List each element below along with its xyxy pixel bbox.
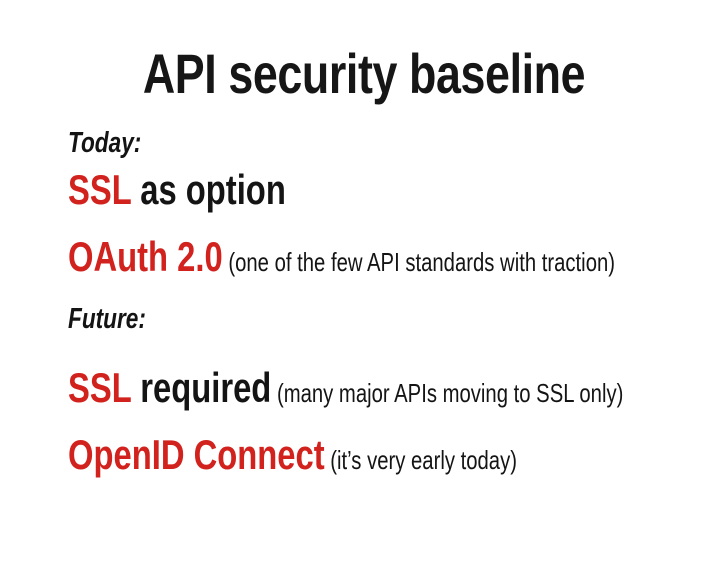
bullet-note-text: (many major APIs moving to SSL only) <box>271 378 624 408</box>
page-title: API security baseline <box>142 42 586 105</box>
bullet-accent-text: SSL <box>68 364 132 411</box>
bullet-ssl-required: SSL required (many major APIs moving to … <box>68 364 623 417</box>
bullet-oauth-20: OAuth 2.0 (one of the few API standards … <box>68 233 615 286</box>
bullet-note-text: (one of the few API standards with tract… <box>222 247 616 277</box>
bullet-accent-text: SSL <box>68 166 132 213</box>
bullet-ssl-as-option: SSL as option <box>68 166 567 219</box>
bullet-rest-text: required <box>131 364 272 411</box>
section-label-future: Future: <box>68 303 146 335</box>
bullet-note-text: (it’s very early today) <box>324 445 517 475</box>
bullet-rest-text: as option <box>131 166 286 213</box>
section-label-today: Today: <box>68 127 142 159</box>
bullet-accent-text: OAuth 2.0 <box>68 233 223 280</box>
slide-body: Today: SSL as option OAuth 2.0 (one of t… <box>68 126 708 484</box>
bullet-openid-connect: OpenID Connect (it’s very early today) <box>68 431 567 484</box>
bullet-accent-text: OpenID Connect <box>68 431 325 478</box>
